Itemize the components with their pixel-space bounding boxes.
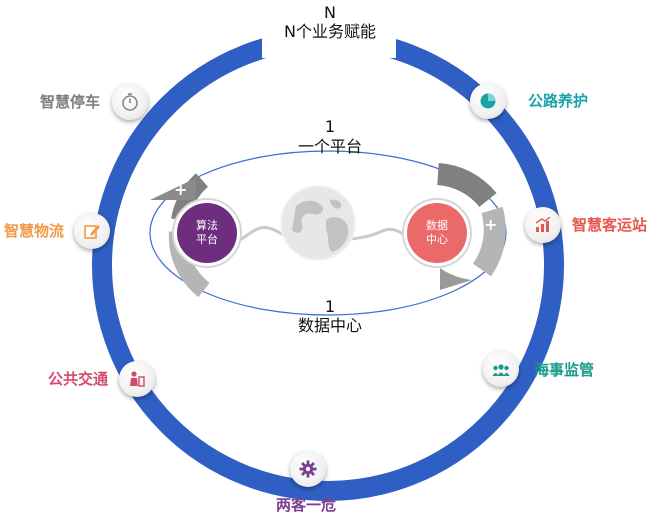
team-icon (492, 364, 510, 376)
label-smart-passenger-station: 智慧客运站 (572, 216, 648, 234)
label-maritime-supervision: 海事监管 (534, 361, 595, 379)
node-smart-parking[interactable] (112, 84, 148, 120)
gear-icon (299, 460, 317, 478)
label-road-maintenance: 公路养护 (528, 92, 589, 110)
right-arc-cap (440, 268, 472, 290)
node-maritime-supervision[interactable] (483, 351, 519, 387)
platform-label: 一个平台 (297, 137, 362, 156)
ring-gap (262, 20, 396, 58)
node-smart-logistics[interactable] (74, 213, 110, 249)
pie-chart-icon (480, 93, 496, 109)
left-ball-line1: 算法 (196, 219, 218, 232)
right-ball-line2: 中心 (426, 233, 448, 246)
label-smart-parking: 智慧停车 (40, 93, 101, 111)
right-ball (407, 203, 467, 263)
stopwatch-icon (122, 93, 138, 111)
bar-chart-icon (535, 216, 551, 232)
label-public-transport: 公共交通 (48, 370, 109, 388)
label-two-passenger-one-hazard: 两客一危 (276, 496, 337, 514)
right-arc-light (472, 206, 506, 277)
edit-icon (84, 225, 100, 239)
datacenter-n: 1 (324, 297, 336, 316)
top-n: N (324, 3, 336, 22)
left-arc-cap (150, 178, 196, 200)
left-ball (177, 203, 237, 263)
platform-n: 1 (324, 117, 336, 136)
right-ball-line1: 数据 (426, 219, 448, 232)
left-ball-label: 算法 平台 (187, 219, 227, 247)
label-smart-logistics: 智慧物流 (4, 222, 65, 240)
globe-icon (280, 185, 356, 261)
left-plus-sign: + (174, 180, 188, 199)
node-smart-passenger-station[interactable] (525, 207, 561, 243)
inner-ellipse (149, 150, 507, 316)
node-two-passenger-one-hazard[interactable] (290, 451, 326, 487)
node-road-maintenance[interactable] (470, 83, 506, 119)
people-icon (130, 371, 145, 387)
right-ball-label: 数据 中心 (417, 219, 457, 247)
datacenter-label: 数据中心 (297, 316, 362, 335)
top-label: N个业务赋能 (284, 22, 376, 41)
right-plus-sign: + (484, 215, 498, 234)
right-arc-dark (436, 163, 497, 208)
left-ball-line2: 平台 (196, 233, 218, 246)
node-public-transport[interactable] (119, 361, 155, 397)
